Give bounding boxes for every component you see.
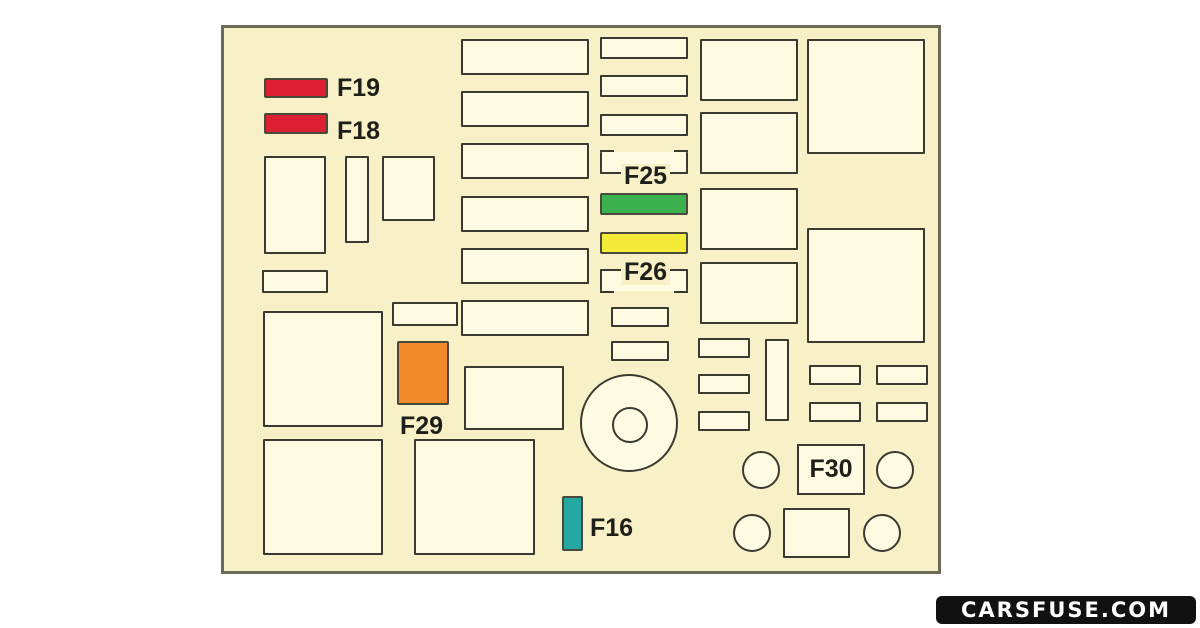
- site-watermark: CARSFUSE.COM: [936, 596, 1196, 624]
- fuse-box-diagram: F19 F18 F29 F25 F26 F16: [221, 25, 941, 574]
- fuse-f16: [562, 496, 583, 551]
- fuse-f19: [264, 78, 328, 98]
- terminal-circle-3: [733, 514, 771, 552]
- slot-small-square: [382, 156, 435, 221]
- slot-relay-r3: [700, 188, 798, 250]
- fuse-f25: [600, 193, 688, 215]
- slot-relay-bottom-right: [783, 508, 850, 558]
- slot-vertical-lr: [765, 339, 789, 421]
- slot-relay-far-1: [807, 39, 925, 154]
- slot-mini-2: [600, 75, 688, 97]
- slot-relay-left-tall: [264, 156, 326, 254]
- slot-relay-r2: [700, 112, 798, 174]
- label-f29: F29: [400, 412, 444, 440]
- slot-maxi-5: [461, 248, 589, 284]
- slot-small-bar-mid: [392, 302, 458, 326]
- slot-relay-center: [464, 366, 564, 430]
- slot-maxi-4: [461, 196, 589, 232]
- fuse-f29: [397, 341, 449, 405]
- label-f25: F25: [621, 164, 671, 189]
- slot-small-lr-3: [698, 411, 750, 431]
- fuse-f30: F30: [797, 444, 865, 495]
- slot-small-bar-left: [262, 270, 328, 293]
- slot-narrow-vertical: [345, 156, 369, 243]
- slot-maxi-3: [461, 143, 589, 179]
- slot-mini-small-2: [611, 341, 669, 361]
- slot-mini-small-1: [611, 307, 669, 327]
- slot-maxi-6: [461, 300, 589, 336]
- slot-small-lr-1: [698, 338, 750, 358]
- round-socket-inner: [612, 407, 648, 443]
- slot-relay-r4: [700, 262, 798, 324]
- slot-small-lr-6: [809, 402, 861, 422]
- slot-small-lr-2: [698, 374, 750, 394]
- slot-mini-3: [600, 114, 688, 136]
- slot-mini-1: [600, 37, 688, 59]
- terminal-circle-4: [863, 514, 901, 552]
- label-f16: F16: [590, 514, 634, 542]
- slot-small-lr-7: [876, 402, 928, 422]
- slot-relay-far-2: [807, 228, 925, 343]
- slot-relay-center-bottom: [414, 439, 535, 555]
- slot-small-lr-4: [809, 365, 861, 385]
- slot-relay-left-1: [263, 311, 383, 427]
- slot-small-lr-5: [876, 365, 928, 385]
- fuse-f26: [600, 232, 688, 254]
- fuse-f18: [264, 113, 328, 134]
- label-f26: F26: [621, 260, 671, 285]
- terminal-circle-2: [876, 451, 914, 489]
- slot-maxi-2: [461, 91, 589, 127]
- terminal-circle-1: [742, 451, 780, 489]
- label-f18: F18: [337, 117, 381, 145]
- slot-relay-r1: [700, 39, 798, 101]
- label-f19: F19: [337, 74, 381, 102]
- slot-maxi-1: [461, 39, 589, 75]
- slot-relay-left-2: [263, 439, 383, 555]
